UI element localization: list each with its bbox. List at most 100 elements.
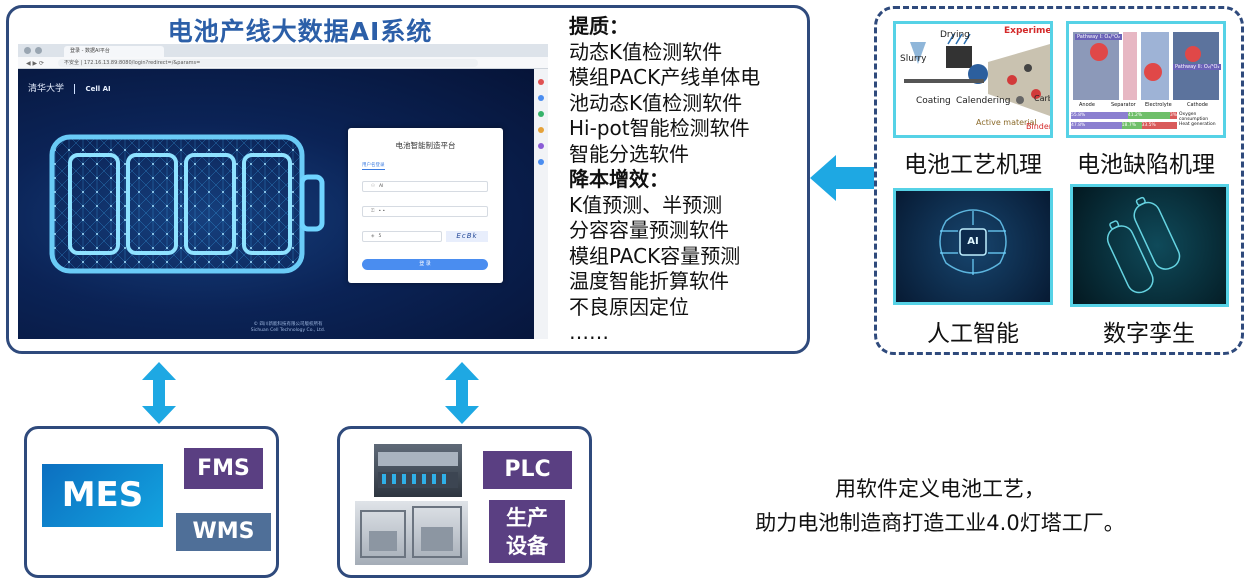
feature-item: 不良原因定位 [569, 294, 689, 319]
label-coating: Coating [916, 96, 951, 106]
label-experiment: Experiment [1004, 26, 1052, 36]
label-pathway-2: Pathway II: O₂/¹O₂ [1173, 64, 1222, 70]
browser-sidebar [534, 69, 548, 339]
browser-address-bar: ◀ ▶ ⟳ 不安全 | 172.16.13.89:8080/login?redi… [18, 57, 548, 69]
production-line-photo [374, 444, 462, 497]
window-icon [24, 47, 31, 54]
feature-item: 分容容量预测软件 [569, 218, 729, 242]
password-field[interactable]: ⚿• • [362, 206, 488, 217]
login-background-scene: 清华大学 Cell AI © 四川新能科技有限公司版权所有 Sichuan Ce… [18, 69, 534, 339]
management-systems-panel [24, 426, 279, 578]
logo-area: 清华大学 Cell AI [28, 81, 178, 99]
feature-item: 动态K值检测软件 [569, 39, 723, 64]
username-field[interactable]: ⚇AI [362, 181, 488, 192]
cost-heading: 降本增效： [569, 167, 669, 191]
label-anode: Anode [1079, 102, 1095, 108]
feature-item: …… [569, 320, 609, 344]
mes-box: MES [42, 464, 163, 527]
label-heat: Heat generation [1179, 122, 1216, 127]
feature-item: 模组PACK产线单体电 [569, 65, 761, 89]
browser-tab-bar: 登录 - 数据AI平台 [18, 44, 548, 57]
feature-item: 智能分选软件 [569, 141, 689, 166]
login-button[interactable]: 登 录 [362, 259, 488, 270]
footer-copyright: © 四川新能科技有限公司版权所有 [253, 322, 323, 327]
feature-item: 池动态K值检测软件 [569, 90, 743, 115]
label-oxygen: Oxygen consumption [1179, 112, 1209, 122]
slogan-line: 助力电池制造商打造工业4.0灯塔工厂。 [755, 511, 1125, 535]
oxygen-bar: 55.8% 41.2% 3% [1071, 112, 1177, 119]
sidebar-app-icon [538, 111, 544, 117]
digital-twin-image [1070, 184, 1229, 307]
fms-box: FMS [184, 448, 263, 489]
back-arrow-icon: ◀ ▶ ⟳ [26, 60, 45, 67]
battery-cells-icon [1106, 196, 1181, 294]
label-drying: Drying [940, 30, 970, 40]
plc-box: PLC [483, 451, 572, 489]
browser-tab: 登录 - 数据AI平台 [64, 46, 164, 57]
arrow-left-icon [810, 155, 874, 201]
address-field: 不安全 | 172.16.13.89:8080/login?redirect=/… [58, 59, 478, 67]
quality-heading: 提质： [569, 14, 629, 38]
sidebar-app-icon [538, 127, 544, 133]
bar-segment: 33.5% [1141, 122, 1178, 129]
captcha-image[interactable]: EcBk [446, 231, 488, 242]
cell-ai-logo: Cell AI [85, 85, 111, 93]
label-carb: Carb [1034, 94, 1053, 103]
feature-item: 温度智能折算软件 [569, 269, 729, 293]
login-tab-username[interactable]: 用户名登录 [362, 163, 385, 170]
wms-box: WMS [176, 513, 271, 551]
production-line-graphic [378, 452, 458, 488]
label-calendering: Calendering [956, 96, 1011, 106]
sidebar-app-icon [538, 159, 544, 165]
tsinghua-logo: 清华大学 [28, 84, 65, 94]
bidirectional-arrow-icon [142, 362, 176, 424]
process-mechanism-image: Slurry Drying Experiment Coating Calende… [893, 21, 1053, 138]
assembly-equipment-graphic [360, 506, 462, 558]
slogan-line: 用软件定义电池工艺， [835, 477, 1045, 501]
assembly-equipment-photo [355, 501, 468, 565]
defect-mechanism-image: Pathway I: O₂/¹O₂ Pathway II: O₂/¹O₂ Ano… [1066, 21, 1226, 138]
sidebar-app-icon [538, 79, 544, 85]
bar-segment: 47.8% [1071, 122, 1122, 129]
equipment-box: 生产 设备 [489, 500, 565, 563]
feature-item: Hi-pot智能检测软件 [569, 116, 750, 140]
process-mechanism-label: 电池工艺机理 [904, 152, 1042, 178]
glowing-battery-graphic [49, 134, 325, 274]
bar-segment: 18.7% [1121, 122, 1142, 129]
heat-bar: 47.8% 18.7% 33.5% [1071, 122, 1178, 129]
feature-list: 提质： 动态K值检测软件 模组PACK产线单体电 池动态K值检测软件 Hi-po… [569, 14, 804, 346]
defect-mechanism-label: 电池缺陷机理 [1077, 152, 1215, 178]
lock-icon: ⚿ [371, 209, 375, 214]
window-icon [35, 47, 42, 54]
login-title: 电池智能制造平台 [395, 141, 456, 150]
bar-segment: 41.2% [1127, 112, 1170, 119]
label-separator: Separator [1111, 102, 1136, 108]
screenshot-footer: © 四川新能科技有限公司版权所有 Sichuan Cell Technology… [218, 322, 358, 334]
label-binder: Binder [1026, 122, 1053, 131]
label-electrolyte: Electrolyte [1145, 102, 1172, 108]
label-cathode: Cathode [1187, 102, 1208, 108]
main-panel-title: 电池产线大数据AI系统 [167, 17, 433, 46]
shield-icon: ◈ [371, 234, 375, 239]
feature-item: K值预测、半预测 [569, 192, 723, 217]
production-equipment-panel [337, 426, 592, 578]
ai-label: 人工智能 [927, 321, 1019, 347]
bar-segment: 3% [1169, 112, 1177, 119]
ai-image: AI [893, 188, 1053, 305]
tech-foundation-panel [874, 6, 1244, 355]
bar-segment: 55.8% [1071, 112, 1128, 119]
slogan: 用软件定义电池工艺， 助力电池制造商打造工业4.0灯塔工厂。 [700, 472, 1180, 540]
bidirectional-arrow-icon [445, 362, 479, 424]
user-icon: ⚇ [371, 184, 376, 189]
digital-twin-label: 数字孪生 [1103, 321, 1195, 347]
label-pathway-1: Pathway I: O₂/¹O₂ [1075, 34, 1123, 40]
sidebar-app-icon [538, 143, 544, 149]
footer-company-en: Sichuan Cell Technology Co., Ltd. [250, 328, 326, 333]
process-diagram [904, 33, 1050, 116]
label-slurry: Slurry [900, 54, 927, 64]
sidebar-app-icon [538, 95, 544, 101]
brain-chip-icon [939, 209, 1007, 275]
platform-screenshot: 登录 - 数据AI平台 ◀ ▶ ⟳ 不安全 | 172.16.13.89:808… [18, 44, 548, 339]
captcha-field[interactable]: ◈5 [362, 231, 442, 242]
ai-chip-label: AI [967, 236, 979, 247]
